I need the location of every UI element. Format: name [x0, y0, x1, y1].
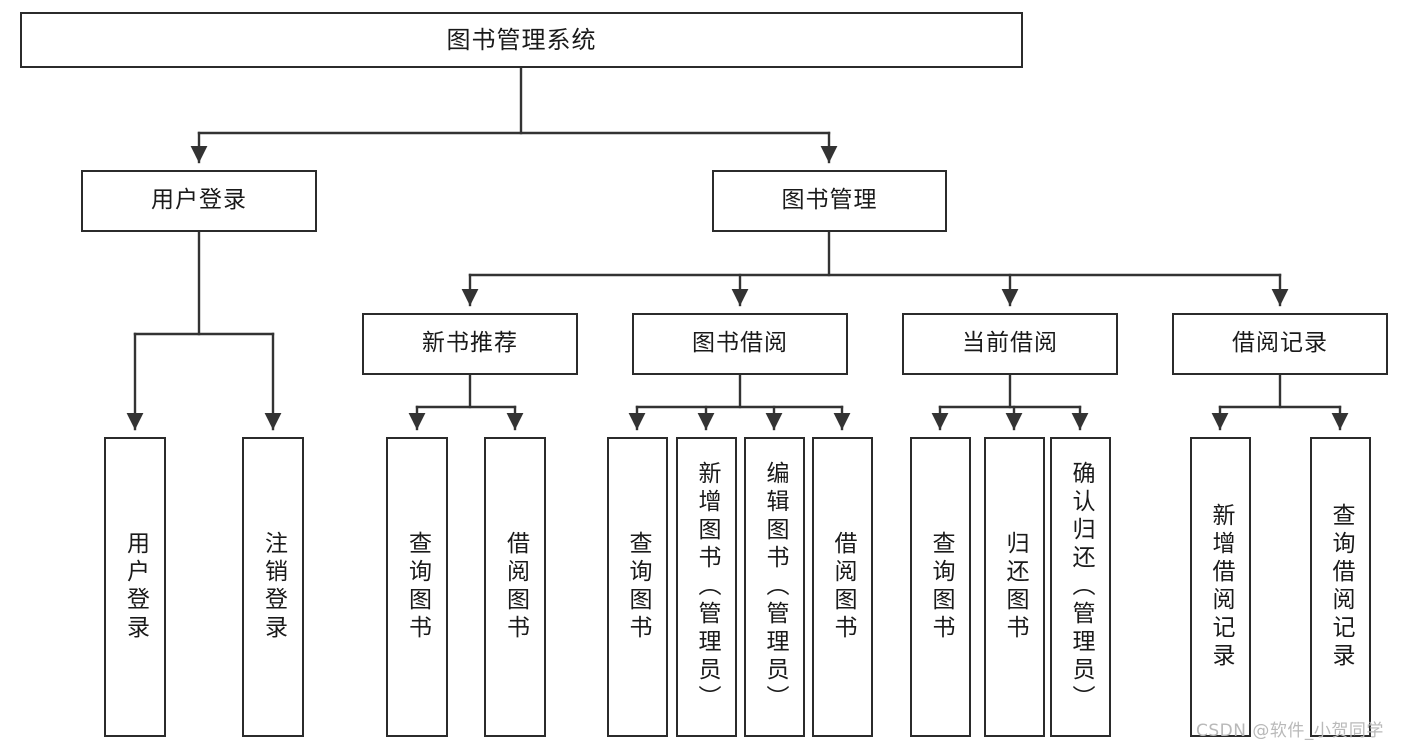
node-leaf-confirm-return-admin-label: 确认归还（管理员） — [1068, 461, 1094, 713]
node-leaf-add-book-admin-label: 新增图书（管理员） — [694, 461, 720, 713]
node-leaf-add-borrow-record[interactable]: 新增借阅记录 — [1190, 437, 1251, 737]
node-leaf-borrow-book-rec-label: 借阅图书 — [502, 531, 529, 643]
node-root[interactable]: 图书管理系统 — [20, 12, 1023, 68]
node-leaf-borrow-book[interactable]: 借阅图书 — [812, 437, 873, 737]
node-leaf-add-borrow-record-label: 新增借阅记录 — [1208, 503, 1234, 671]
node-root-label: 图书管理系统 — [446, 25, 597, 54]
node-leaf-query-book-current[interactable]: 查询图书 — [910, 437, 971, 737]
node-new-book-recommend[interactable]: 新书推荐 — [362, 313, 578, 375]
node-leaf-return-book-label: 归还图书 — [1002, 531, 1028, 643]
node-borrow-record[interactable]: 借阅记录 — [1172, 313, 1388, 375]
node-leaf-edit-book-admin-label: 编辑图书（管理员） — [762, 461, 788, 713]
node-borrow-record-label: 借阅记录 — [1232, 330, 1328, 357]
node-leaf-logout-login-label: 注销登录 — [260, 531, 287, 643]
node-leaf-return-book[interactable]: 归还图书 — [984, 437, 1045, 737]
node-leaf-user-login[interactable]: 用户登录 — [104, 437, 166, 737]
node-user-login-label: 用户登录 — [151, 187, 247, 214]
node-leaf-query-borrow-record[interactable]: 查询借阅记录 — [1310, 437, 1371, 737]
node-leaf-borrow-book-label: 借阅图书 — [830, 531, 856, 643]
node-current-borrow[interactable]: 当前借阅 — [902, 313, 1118, 375]
node-leaf-confirm-return-admin[interactable]: 确认归还（管理员） — [1050, 437, 1111, 737]
node-leaf-borrow-book-rec[interactable]: 借阅图书 — [484, 437, 546, 737]
node-leaf-logout-login[interactable]: 注销登录 — [242, 437, 304, 737]
node-current-borrow-label: 当前借阅 — [962, 330, 1058, 357]
node-user-login[interactable]: 用户登录 — [81, 170, 317, 232]
node-leaf-query-book-rec[interactable]: 查询图书 — [386, 437, 448, 737]
node-leaf-add-book-admin[interactable]: 新增图书（管理员） — [676, 437, 737, 737]
node-book-manage[interactable]: 图书管理 — [712, 170, 947, 232]
node-book-borrow-label: 图书借阅 — [692, 330, 788, 357]
node-new-book-recommend-label: 新书推荐 — [422, 330, 518, 357]
node-book-manage-label: 图书管理 — [781, 187, 878, 214]
node-leaf-user-login-label: 用户登录 — [122, 531, 149, 643]
csdn-watermark: CSDN @软件_小贺同学 — [1196, 721, 1384, 741]
node-leaf-query-borrow-record-label: 查询借阅记录 — [1328, 503, 1354, 671]
node-book-borrow[interactable]: 图书借阅 — [632, 313, 848, 375]
node-leaf-query-book-borrow[interactable]: 查询图书 — [607, 437, 668, 737]
node-leaf-query-book-borrow-label: 查询图书 — [625, 531, 651, 643]
node-leaf-query-book-current-label: 查询图书 — [928, 531, 954, 643]
node-leaf-query-book-rec-label: 查询图书 — [404, 531, 431, 643]
node-leaf-edit-book-admin[interactable]: 编辑图书（管理员） — [744, 437, 805, 737]
